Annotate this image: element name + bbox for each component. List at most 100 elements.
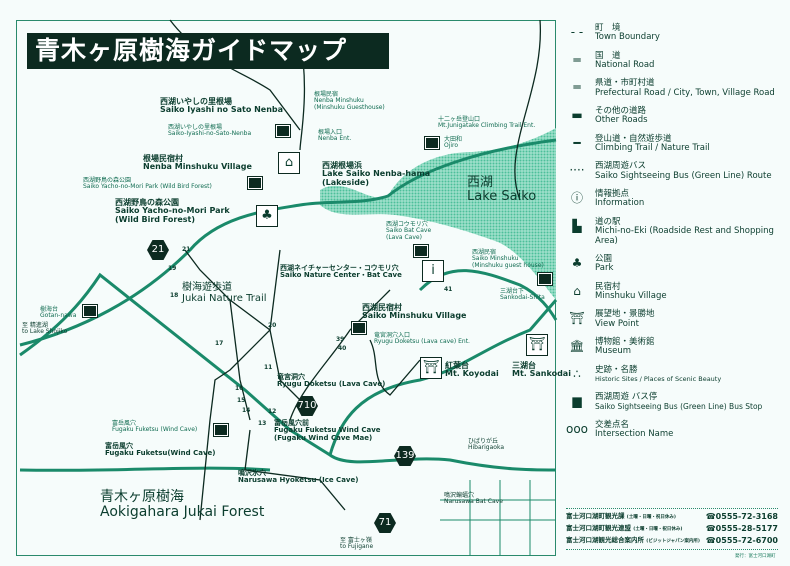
contact-list: 富士河口湖町観光課 (土曜・日曜・祝日休み)☎0555-72-3168 富士河口… (566, 508, 778, 550)
map-title: 青木ヶ原樹海ガイドマップ (27, 33, 389, 69)
town-boundary-icon: - - (570, 25, 584, 39)
park-icon: ♣ (571, 255, 583, 270)
route-shield-139: 139 (394, 446, 416, 466)
intersection-number: 21 (182, 246, 191, 253)
route-shield-21: 21 (147, 240, 169, 260)
intersection-number: 16 (235, 385, 244, 392)
bus-route-icon: ···· (569, 163, 585, 178)
michi-no-eki-icon: ▙ (572, 218, 582, 233)
bus-stop-icon[interactable] (424, 136, 440, 150)
view-point-icon[interactable]: ⛩ (526, 334, 548, 356)
intersection-number: 12 (268, 408, 277, 415)
bus-stop-icon[interactable] (213, 423, 229, 437)
contact-row: 富士河口湖町観光連盟 (土曜・日曜・祝日休み)☎0555-28-5177 (566, 524, 778, 533)
intersection-number: 41 (444, 286, 453, 293)
contact-row: 富士河口湖観光総合案内所 (ビジットジャパン案内所)☎0555-72-6700 (566, 536, 778, 545)
bus-stop-icon: ▆ (572, 394, 582, 409)
lake-saiko (320, 128, 556, 300)
intersection-number: 11 (264, 364, 273, 371)
route-shield-710: 710 (296, 396, 318, 416)
national-road-icon: ═ (573, 52, 581, 67)
bus-stop-icon[interactable] (247, 176, 263, 190)
minshuku-icon[interactable]: ⌂ (278, 152, 300, 174)
intersection-number: 19 (168, 265, 177, 272)
route-shield-71: 71 (374, 513, 396, 533)
bus-stop-icon[interactable] (537, 272, 553, 286)
publisher-note: 発行：富士河口湖町 (735, 554, 776, 559)
town-grid (440, 480, 556, 556)
intersection-number: 40 (338, 345, 347, 352)
bus-stop-icon[interactable] (275, 124, 291, 138)
intersection-number: 13 (258, 420, 267, 427)
bus-stop-icon[interactable] (351, 321, 367, 335)
prefectural-road-icon: ═ (573, 80, 581, 95)
intersection-number: 18 (170, 292, 179, 299)
trail-icon: ━ (573, 135, 581, 150)
park-icon[interactable]: ♣ (256, 205, 278, 227)
view-point-icon[interactable]: ⛩ (420, 357, 442, 379)
intersection-number: 15 (237, 397, 246, 404)
intersection-number: 14 (242, 407, 251, 414)
intersection-icon: ooo (565, 421, 589, 436)
museum-icon: 🏛 (569, 338, 585, 353)
information-icon[interactable]: i (422, 260, 444, 282)
information-icon: ⓘ (570, 191, 583, 206)
intersection-number: 20 (268, 322, 277, 329)
minshuku-icon: ⌂ (573, 283, 581, 298)
contact-row: 富士河口湖町観光課 (土曜・日曜・祝日休み)☎0555-72-3168 (566, 512, 778, 521)
intersection-number: 17 (215, 340, 224, 347)
historic-site-icon: ∴ (573, 366, 581, 381)
other-road-icon: ▬ (571, 108, 583, 123)
bus-stop-icon[interactable] (82, 304, 98, 318)
bus-stop-icon[interactable] (413, 244, 429, 258)
view-point-icon: ⛩ (569, 311, 585, 326)
